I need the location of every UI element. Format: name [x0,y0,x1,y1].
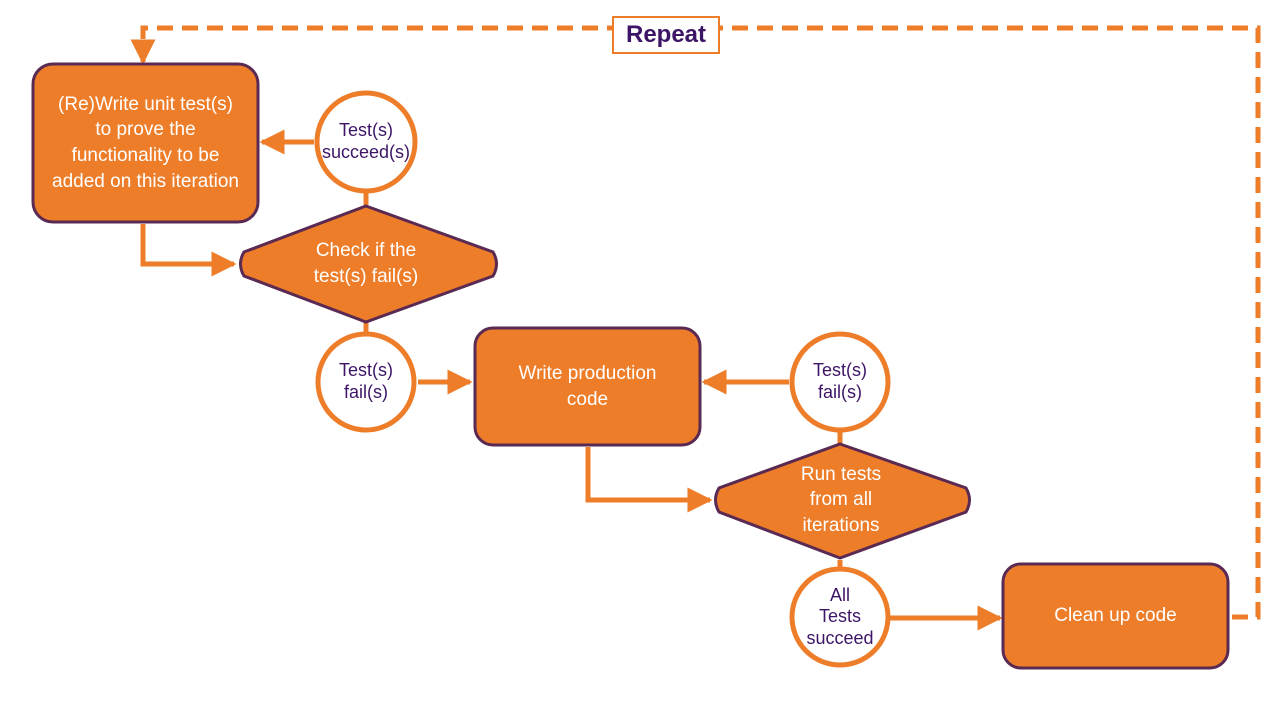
repeat-loop-connector [130,25,1261,620]
fail-right-circle [789,331,891,433]
succeed-top-circle [314,90,418,194]
repeat-label: Repeat [612,16,720,54]
write-tests-label: (Re)Write unit test(s) to prove the func… [52,93,239,192]
write-tests-box [31,62,260,224]
run-tests-diamond [714,442,971,560]
check-fail-diamond [239,204,498,324]
fail-left-circle [315,331,417,433]
arrow-write-tests-to-check [140,224,237,277]
write-code-label: Write production code [518,362,657,410]
run-tests-label: Run tests from all iterations [800,463,882,536]
cleanup-box [1001,562,1230,670]
write-code-box [473,326,702,447]
arrow-write-code-to-run-tests [585,447,713,513]
fail-left-label: Test(s) fail(s) [339,360,393,402]
check-fail-label: Check if the test(s) fail(s) [313,240,419,287]
all-succeed-label: All Tests succeed [806,584,874,648]
fail-right-label: Test(s) fail(s) [813,360,867,402]
all-succeed-circle [789,566,891,668]
cleanup-label: Clean up code [1054,605,1177,627]
succeed-top-label: Test(s) succeed(s) [321,120,411,162]
